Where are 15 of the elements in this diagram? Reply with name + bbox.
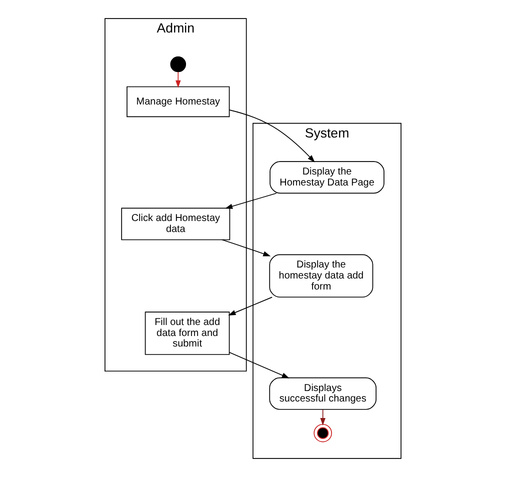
node-box: Manage Homestay	[126, 86, 230, 118]
arrow	[228, 296, 272, 316]
node-circle	[170, 56, 186, 72]
arrow	[175, 72, 180, 88]
arrow	[228, 352, 289, 378]
node-box: Display the homestay data add form	[268, 254, 373, 298]
node-box: Click add Homestay data	[120, 208, 230, 240]
node-box: Display the Homestay Data Page	[269, 161, 384, 194]
arrow	[221, 239, 270, 256]
arrow	[224, 192, 276, 209]
node-box: Displays successful changes	[268, 377, 376, 410]
arrow	[228, 110, 314, 162]
node-circle	[313, 424, 332, 442]
arrow	[320, 409, 325, 426]
node-box: Fill out the add data form and submit	[144, 312, 230, 355]
